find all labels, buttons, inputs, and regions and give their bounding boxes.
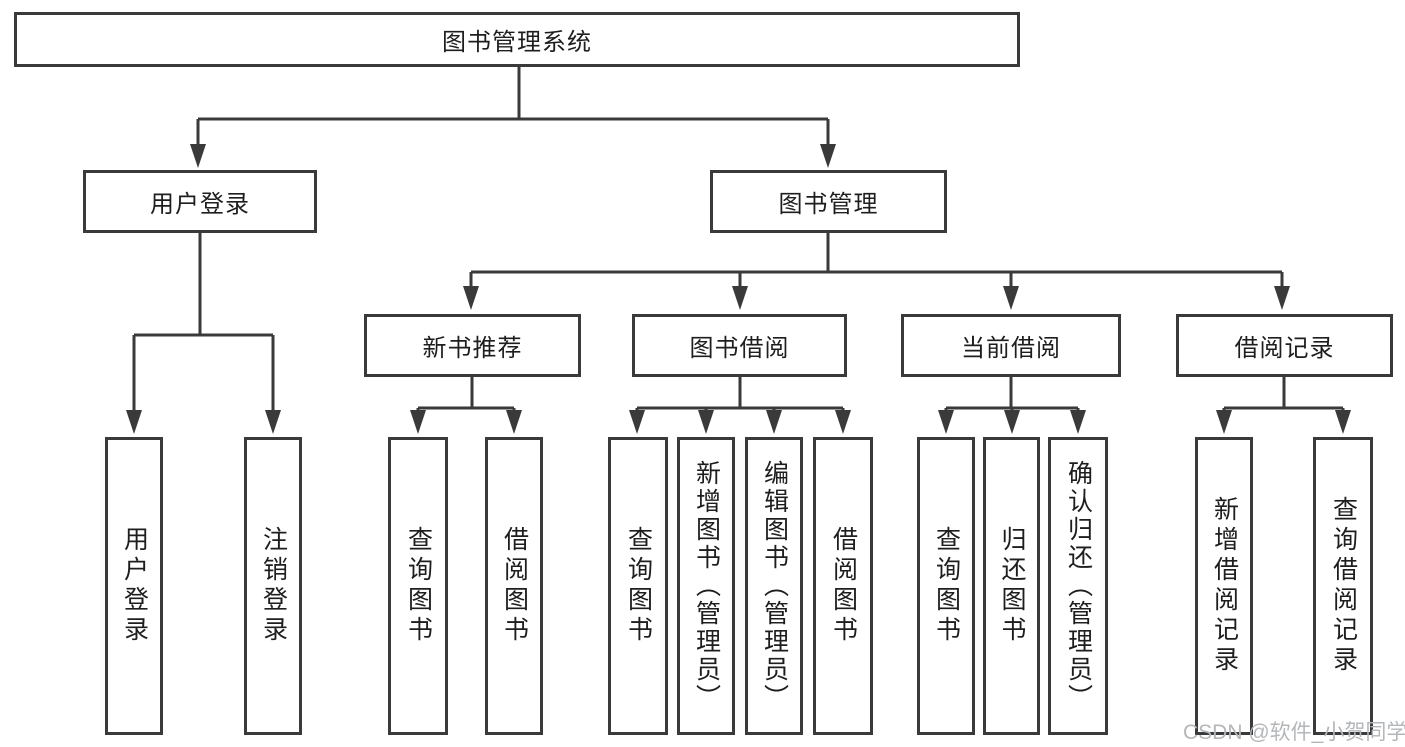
- leaf-confirm-return-admin: 确认归还（管理员）: [1048, 437, 1108, 735]
- node-book-borrowing: 图书借阅: [632, 314, 847, 377]
- leaf-add-book-admin: 新增图书（管理员）: [677, 437, 735, 735]
- node-label: 图书管理: [778, 191, 879, 218]
- node-label: 查询图书: [404, 526, 433, 646]
- connector-book-management-to-level3: [463, 233, 1290, 310]
- node-label: 新增借阅记录: [1210, 496, 1239, 676]
- node-label: 借阅图书: [829, 526, 858, 646]
- arrow-down-icon: [463, 286, 479, 310]
- node-label: 借阅记录: [1234, 335, 1335, 362]
- leaf-query-books-borrowing: 查询图书: [608, 437, 668, 735]
- node-label: 查询图书: [624, 526, 653, 646]
- leaf-borrow-books-recommend: 借阅图书: [485, 437, 543, 735]
- connector-user-login-to-leaves: [126, 233, 281, 434]
- arrow-down-icon: [820, 144, 836, 168]
- node-label: 图书管理系统: [442, 29, 592, 56]
- node-new-book-recommendation: 新书推荐: [364, 314, 581, 377]
- node-label: 编辑图书（管理员）: [760, 460, 789, 712]
- node-borrowing-records: 借阅记录: [1176, 314, 1393, 377]
- leaf-query-books-current: 查询图书: [917, 437, 975, 735]
- connector-root-to-level2: [190, 67, 836, 168]
- leaf-query-borrow-record: 查询借阅记录: [1313, 437, 1373, 735]
- node-root: 图书管理系统: [14, 12, 1020, 67]
- node-label: 确认归还（管理员）: [1064, 460, 1093, 712]
- arrow-down-icon: [766, 410, 782, 434]
- node-label: 查询借阅记录: [1329, 496, 1358, 676]
- leaf-add-borrow-record: 新增借阅记录: [1195, 437, 1253, 735]
- csdn-watermark: CSDN @软件_小贺同学: [1183, 721, 1405, 744]
- node-label: 新书推荐: [422, 335, 523, 362]
- node-current-borrowing: 当前借阅: [901, 314, 1121, 377]
- arrow-down-icon: [410, 410, 426, 434]
- node-label: 新增图书（管理员）: [692, 460, 721, 712]
- leaf-return-book: 归还图书: [983, 437, 1040, 735]
- arrow-down-icon: [1216, 410, 1232, 434]
- arrow-down-icon: [265, 410, 281, 434]
- arrow-down-icon: [1335, 410, 1351, 434]
- arrow-down-icon: [190, 144, 206, 168]
- connector-recommend-to-leaves: [410, 377, 522, 434]
- node-user-login: 用户登录: [83, 170, 317, 233]
- arrow-down-icon: [506, 410, 522, 434]
- leaf-query-books-recommend: 查询图书: [388, 437, 448, 735]
- node-label: 注销登录: [259, 526, 288, 646]
- arrow-down-icon: [732, 286, 748, 310]
- node-book-management: 图书管理: [710, 170, 947, 233]
- arrow-down-icon: [1003, 286, 1019, 310]
- arrow-down-icon: [1274, 286, 1290, 310]
- node-label: 借阅图书: [500, 526, 529, 646]
- arrow-down-icon: [126, 410, 142, 434]
- leaf-user-login: 用户登录: [105, 437, 163, 735]
- arrow-down-icon: [938, 410, 954, 434]
- connector-borrowing-to-leaves: [629, 377, 851, 434]
- connector-current-to-leaves: [938, 377, 1086, 434]
- arrow-down-icon: [698, 410, 714, 434]
- arrow-down-icon: [629, 410, 645, 434]
- node-label: 用户登录: [120, 526, 149, 646]
- leaf-edit-book-admin: 编辑图书（管理员）: [745, 437, 803, 735]
- arrow-down-icon: [1004, 410, 1020, 434]
- node-label: 用户登录: [150, 191, 250, 218]
- node-label: 归还图书: [998, 526, 1026, 646]
- node-label: 当前借阅: [961, 335, 1061, 362]
- arrow-down-icon: [835, 410, 851, 434]
- node-label: 查询图书: [932, 526, 961, 646]
- arrow-down-icon: [1070, 410, 1086, 434]
- connector-records-to-leaves: [1216, 377, 1351, 434]
- node-label: 图书借阅: [689, 335, 790, 362]
- leaf-borrow-books-borrowing: 借阅图书: [813, 437, 873, 735]
- leaf-logout: 注销登录: [244, 437, 302, 735]
